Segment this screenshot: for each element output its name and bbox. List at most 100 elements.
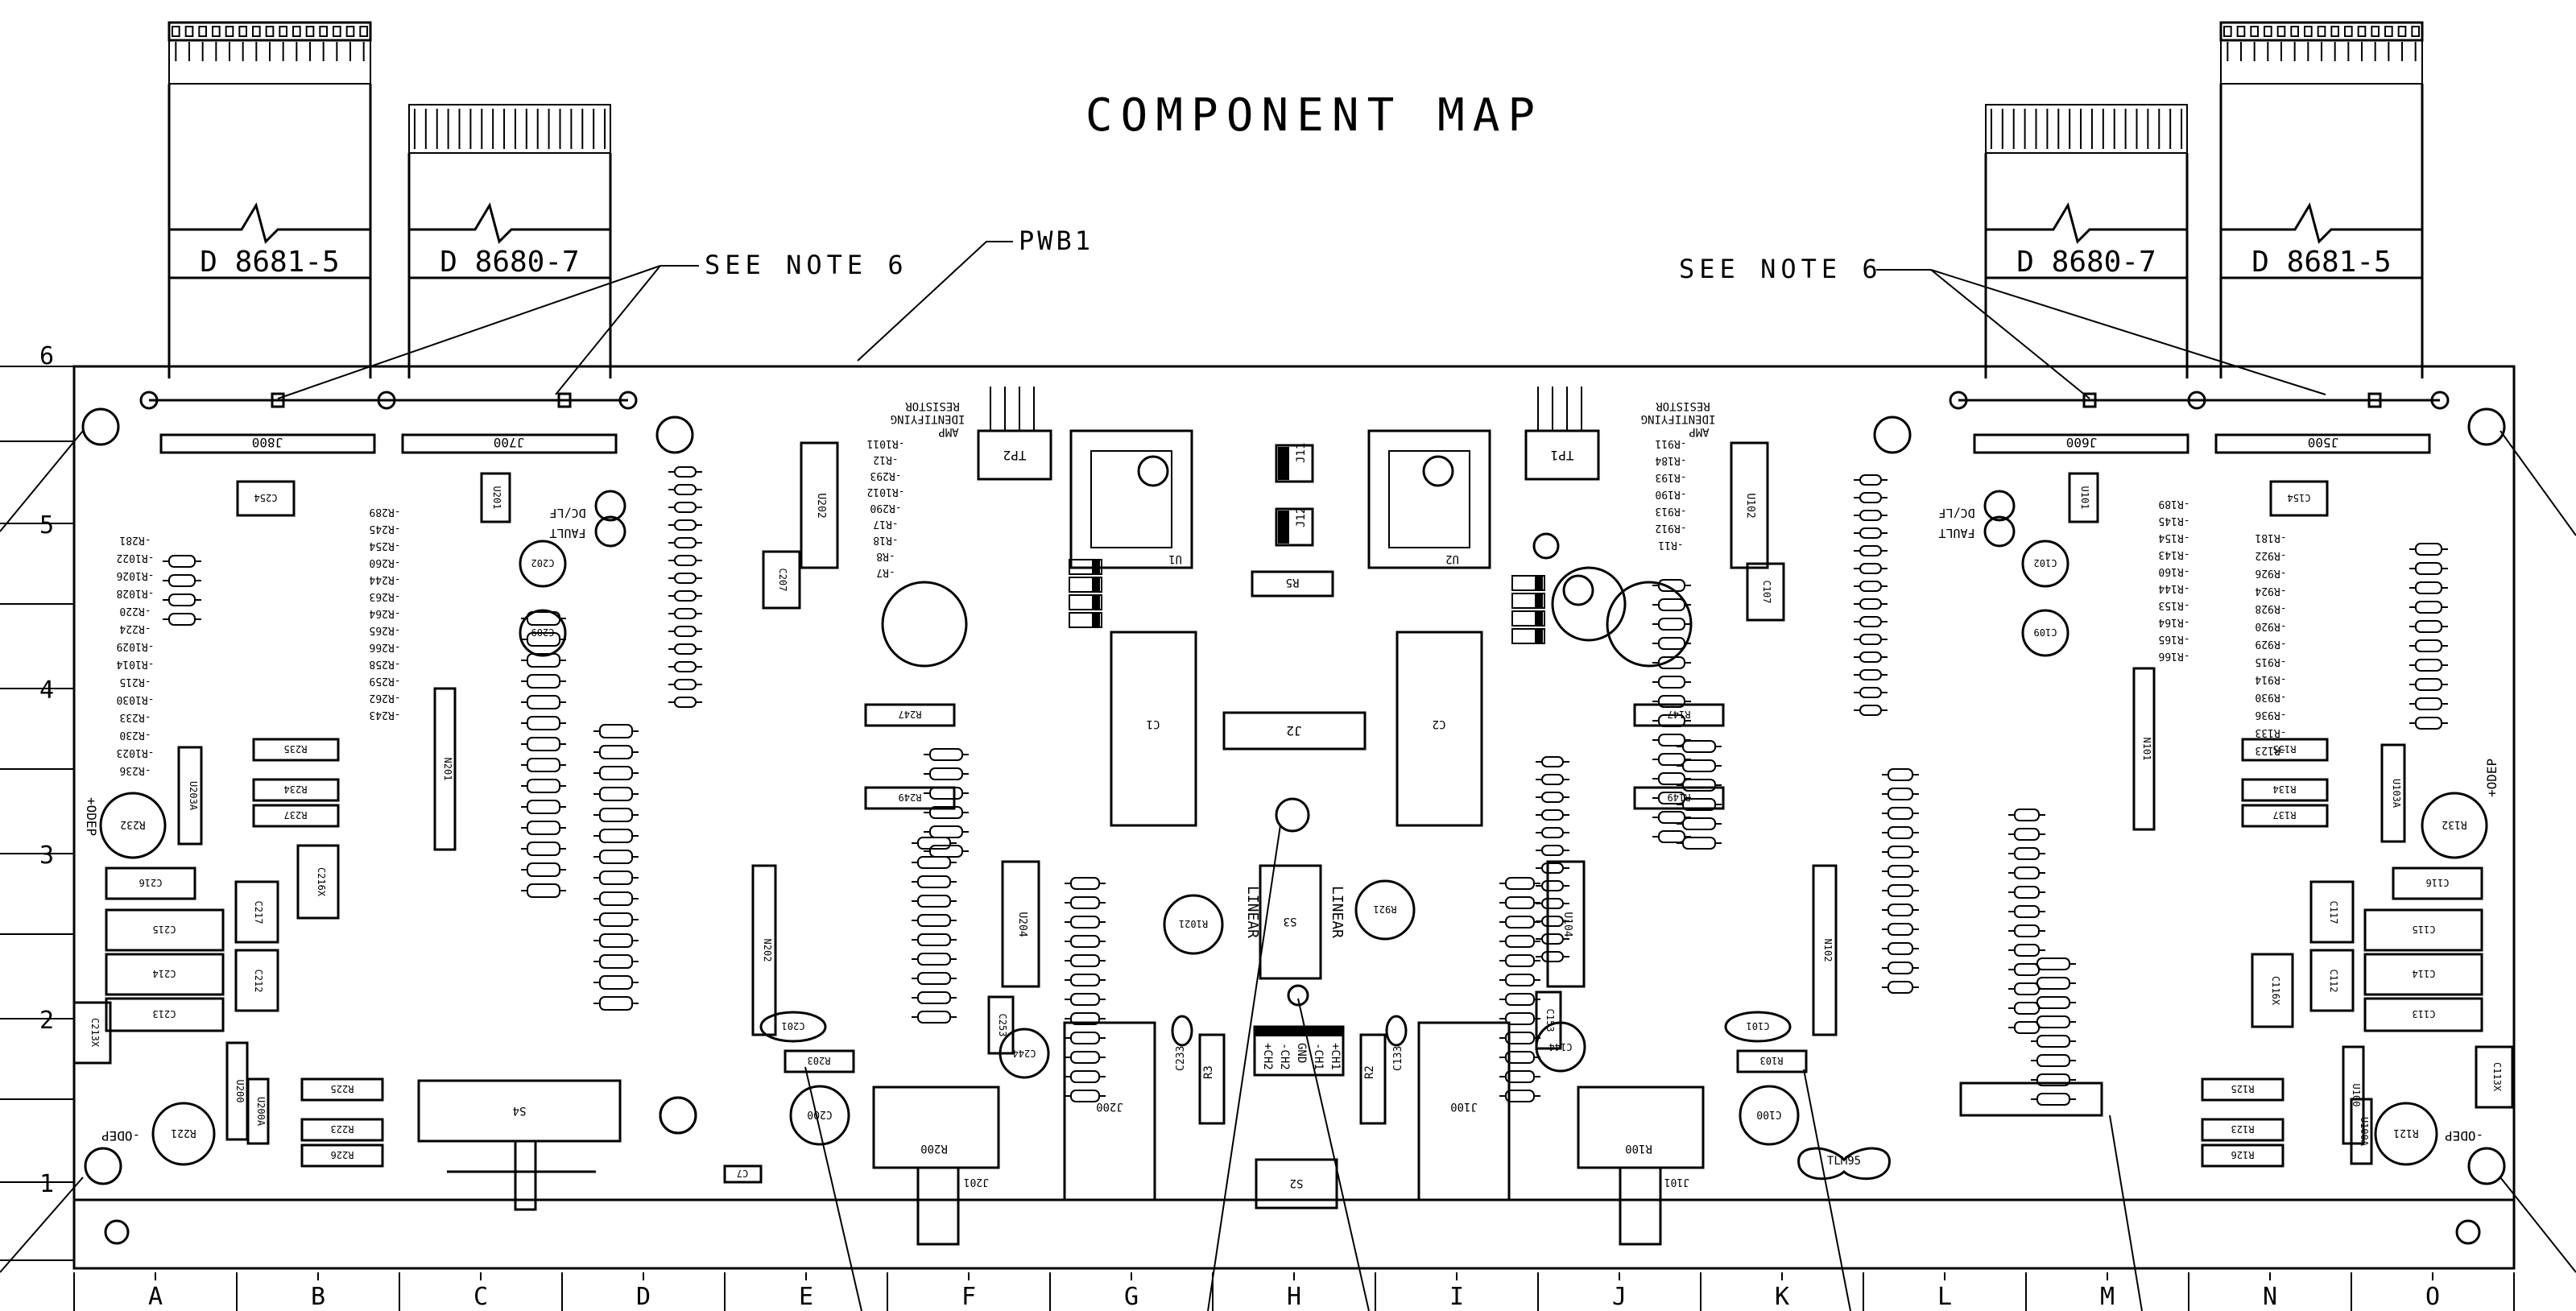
- svg-text:U200: U200: [234, 1080, 246, 1103]
- ic-u200: U200: [225, 1041, 249, 1141]
- svg-text:DC/LF: DC/LF: [1938, 506, 1974, 520]
- ic-u100: U100: [2342, 1045, 2365, 1145]
- ic-u101: U101: [2068, 472, 2099, 523]
- svg-text:-R920: -R920: [2255, 620, 2286, 632]
- svg-text:N101: N101: [2141, 738, 2152, 761]
- pcb-board: [72, 365, 2516, 1270]
- svg-text:J11: J11: [1295, 443, 1308, 463]
- svg-text:C201: C201: [782, 1020, 805, 1032]
- capacitor-c254: C254: [236, 480, 296, 517]
- svg-text:-R265: -R265: [369, 624, 400, 636]
- linear-label-left: LINEAR: [1244, 886, 1261, 938]
- capacitor-c214: C214: [105, 953, 225, 996]
- svg-text:J200: J200: [1096, 1100, 1123, 1113]
- svg-text:C133: C133: [1392, 1046, 1404, 1071]
- svg-text:-R189: -R189: [2158, 498, 2189, 510]
- switch-s4: S4: [417, 1079, 622, 1211]
- svg-text:R235: R235: [284, 743, 308, 755]
- switch-s2: S2: [1255, 1158, 1338, 1210]
- capacitor-c1: C1: [1110, 631, 1197, 827]
- svg-text:C215: C215: [153, 924, 176, 935]
- capacitor-c212: C212: [234, 949, 279, 1012]
- row-label: 1: [39, 1170, 54, 1198]
- svg-text:J600: J600: [2066, 435, 2098, 450]
- svg-text:-R7: -R7: [876, 566, 895, 578]
- resistor-label-stacks: -R281-R1022-R1026-R1028-R220-R224-R1029-…: [116, 437, 2286, 776]
- column-label: J: [1612, 1283, 1627, 1311]
- svg-text:-R926: -R926: [2255, 567, 2286, 579]
- svg-text:C116X: C116X: [2270, 976, 2281, 1006]
- odep-right-bottom: -ODEP: [2445, 1128, 2483, 1144]
- svg-text:C116: C116: [2426, 877, 2450, 888]
- svg-text:-R220: -R220: [119, 605, 151, 617]
- resistor-r226: R226: [300, 1144, 384, 1168]
- capacitor-c113: C113: [2363, 997, 2483, 1032]
- switch-s3: S3: [1259, 864, 1322, 980]
- resistor-r103: R103: [1736, 1049, 1808, 1073]
- svg-text:-R184: -R184: [1655, 454, 1686, 466]
- svg-text:R137: R137: [2273, 809, 2297, 821]
- column-label: L: [1937, 1283, 1952, 1311]
- linear-label-right: LINEAR: [1329, 886, 1346, 938]
- resistor-r234: R234: [252, 778, 340, 802]
- svg-text:TP2: TP2: [1003, 448, 1027, 463]
- svg-text:-R230: -R230: [119, 729, 151, 741]
- svg-text:-R233: -R233: [119, 711, 151, 723]
- column-label: K: [1775, 1283, 1789, 1311]
- resistor-r203: R203: [784, 1049, 855, 1073]
- column-label: C: [473, 1283, 488, 1311]
- resistor-r126: R126: [2201, 1144, 2284, 1168]
- svg-text:-R236: -R236: [119, 764, 151, 776]
- svg-text:-R928: -R928: [2255, 602, 2286, 614]
- svg-text:-R154: -R154: [2158, 531, 2189, 544]
- capacitor-c213: C213: [105, 997, 225, 1032]
- svg-text:-R143: -R143: [2158, 548, 2189, 560]
- svg-text:-R914: -R914: [2255, 673, 2286, 685]
- label-area: [1959, 1081, 2103, 1117]
- svg-text:R132: R132: [2442, 818, 2466, 830]
- svg-text:C233: C233: [1175, 1046, 1187, 1071]
- diagram-title: COMPONENT MAP: [1085, 89, 1543, 142]
- svg-text:R223: R223: [331, 1123, 354, 1135]
- svg-text:-R224: -R224: [119, 622, 151, 635]
- capacitor-c216x: C216X: [296, 844, 340, 920]
- column-label: E: [799, 1283, 813, 1311]
- connector-j600: J600: [1973, 433, 2189, 454]
- svg-text:R5: R5: [1286, 576, 1300, 589]
- svg-text:-R263: -R263: [369, 590, 400, 602]
- svg-text:R203: R203: [808, 1055, 831, 1066]
- svg-text:R200: R200: [920, 1142, 948, 1155]
- svg-text:R103: R103: [1760, 1055, 1784, 1066]
- svg-text:U202: U202: [815, 493, 827, 518]
- network-n101: N101: [2132, 667, 2156, 831]
- svg-text:S3: S3: [1284, 915, 1297, 928]
- capacitor-r132: R132: [2421, 792, 2488, 859]
- svg-text:-R1014: -R1014: [116, 658, 154, 670]
- amp-id-resistor-label-left: AMP IDENTIFYING RESISTOR: [891, 399, 965, 438]
- svg-text:N202: N202: [762, 939, 773, 962]
- svg-text:AMP: AMP: [1689, 425, 1709, 438]
- odep-left-top: +ODEP: [84, 797, 99, 836]
- svg-text:-R922: -R922: [2255, 549, 2286, 561]
- cable-rail-right: [1949, 391, 2450, 410]
- capacitor-c201: C201: [759, 1011, 827, 1043]
- capacitor-c215: C215: [105, 908, 225, 952]
- svg-text:RESISTOR: RESISTOR: [905, 399, 960, 412]
- svg-text:R121: R121: [2393, 1127, 2418, 1139]
- svg-text:-R164: -R164: [2158, 616, 2189, 628]
- svg-text:FAULT: FAULT: [1938, 526, 1974, 540]
- svg-text:-R290: -R290: [870, 502, 901, 514]
- heatsink-hole-left: [881, 581, 968, 668]
- svg-text:C207: C207: [777, 569, 788, 592]
- svg-text:J100: J100: [1450, 1100, 1478, 1113]
- connector-j200: J200: [1063, 1021, 1156, 1201]
- svg-text:-R8: -R8: [876, 550, 895, 562]
- svg-text:S4: S4: [513, 1104, 527, 1117]
- resistor-r135: R135: [2241, 738, 2329, 762]
- svg-text:U2: U2: [1445, 552, 1459, 565]
- svg-text:S2: S2: [1290, 1177, 1304, 1189]
- svg-text:R249: R249: [899, 792, 922, 803]
- svg-text:-R911: -R911: [1655, 437, 1686, 449]
